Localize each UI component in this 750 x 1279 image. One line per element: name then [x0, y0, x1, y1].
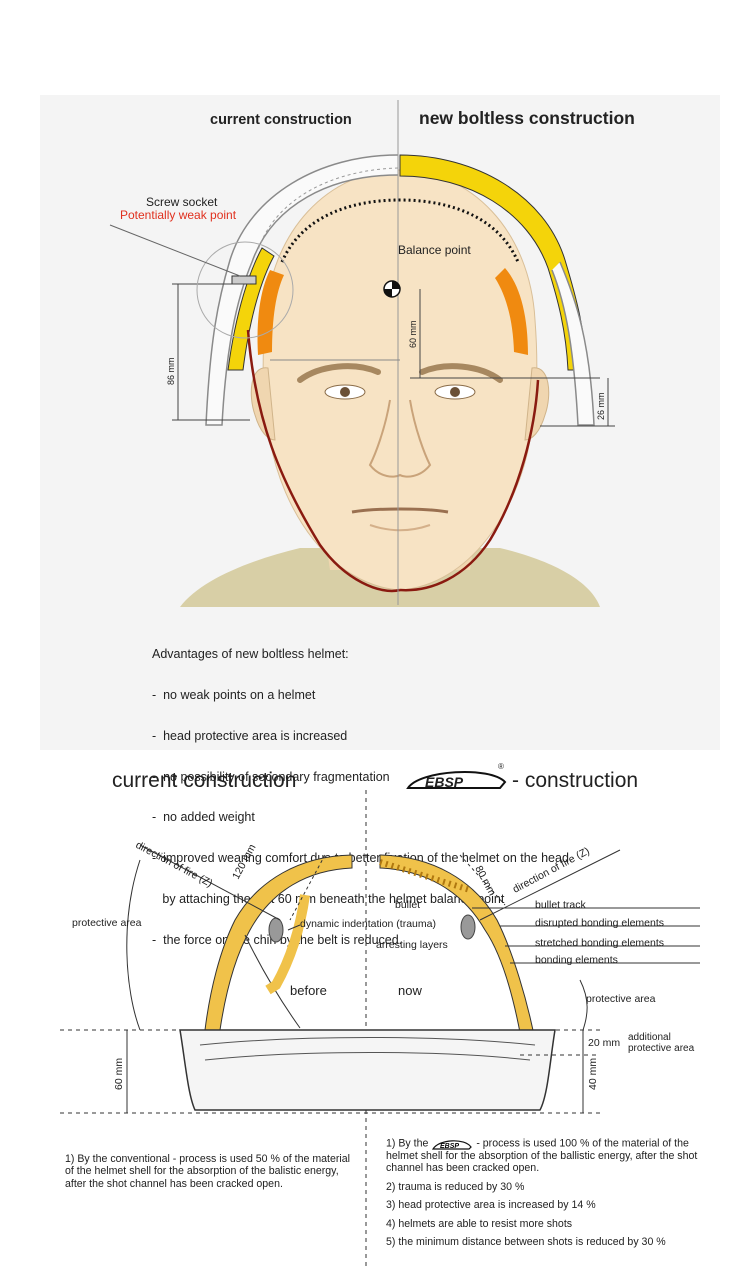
advantage-item: - the force on the chin by the belt is r…: [152, 932, 403, 947]
footnote-right: 1) By the EBSP - process is used 100 % o…: [386, 1137, 706, 1254]
advantages-title: Advantages of new boltless helmet:: [152, 647, 349, 662]
advantage-item: - no possibility of secondary fragmentat…: [152, 769, 390, 784]
dim-26-label: 26 mm: [596, 392, 606, 420]
left-pupil: [340, 387, 350, 397]
new-helmet-pad: [495, 268, 528, 355]
mouth: [351, 507, 449, 514]
advantage-item: by attaching the belt 60 mm beneath the …: [152, 891, 505, 906]
footnote-right-1b: - process is used 100 % of the material …: [386, 1137, 698, 1175]
dim-86-label: 86 mm: [166, 357, 176, 385]
new-helmet-outline: [551, 261, 595, 426]
chin-strap: [246, 329, 401, 593]
detail-magnifier: [196, 241, 294, 339]
advantage-item: - head protective area is increased: [152, 728, 348, 743]
top-left-title: current construction: [210, 112, 352, 128]
advantages-block: Advantages of new boltless helmet: - no …: [152, 621, 569, 961]
current-helmet-yellow-shell: [227, 247, 275, 371]
dim-60-label: 60 mm: [408, 320, 418, 348]
top-right-title: new boltless construction: [419, 108, 635, 128]
screw-bolt: [231, 275, 257, 285]
advantage-item: - improved wearing comfort due to better…: [152, 851, 569, 866]
footnote-right-1: 1) By the EBSP - process is used 100 % o…: [386, 1137, 706, 1175]
liner-dotted: [280, 198, 520, 263]
current-helmet-outline: [205, 154, 399, 426]
balance-point-label: Balance point: [398, 243, 471, 257]
right-eyebrow: [419, 363, 503, 383]
footnote-right-2: 2) trauma is reduced by 30 %: [386, 1180, 525, 1193]
nose: [368, 399, 432, 478]
lower-lip: [369, 524, 431, 532]
left-ear: [250, 367, 276, 441]
ebsp-mini-text: EBSP: [440, 1143, 459, 1150]
right-pupil: [450, 387, 460, 397]
footnote-right-1a: 1) By the: [386, 1137, 429, 1150]
new-helmet-yellow-shell: [399, 154, 587, 371]
footnote-left-text: 1) By the conventional - process is used…: [65, 1153, 351, 1190]
footnote-right-5: 5) the minimum distance between shots is…: [386, 1236, 666, 1249]
footnote-left: 1) By the conventional - process is used…: [65, 1153, 350, 1196]
ebsp-mini-logo: EBSP: [432, 1140, 473, 1150]
helmet-head-illustration: current construction new boltless constr…: [109, 100, 635, 607]
screw-callout-line: [109, 224, 241, 277]
footnote-right-3: 3) head protective area is increased by …: [386, 1199, 596, 1212]
chin-strap-right: [399, 379, 540, 592]
screw-socket-label: Screw socket: [146, 195, 218, 209]
current-helmet-inner-dash: [257, 167, 399, 251]
advantage-item: - no weak points on a helmet: [152, 687, 316, 702]
left-eyebrow: [297, 363, 381, 383]
weak-point-label: Potentially weak point: [120, 208, 237, 222]
footnote-right-4: 4) helmets are able to resist more shots: [386, 1217, 573, 1230]
advantage-item: - no added weight: [152, 810, 255, 825]
